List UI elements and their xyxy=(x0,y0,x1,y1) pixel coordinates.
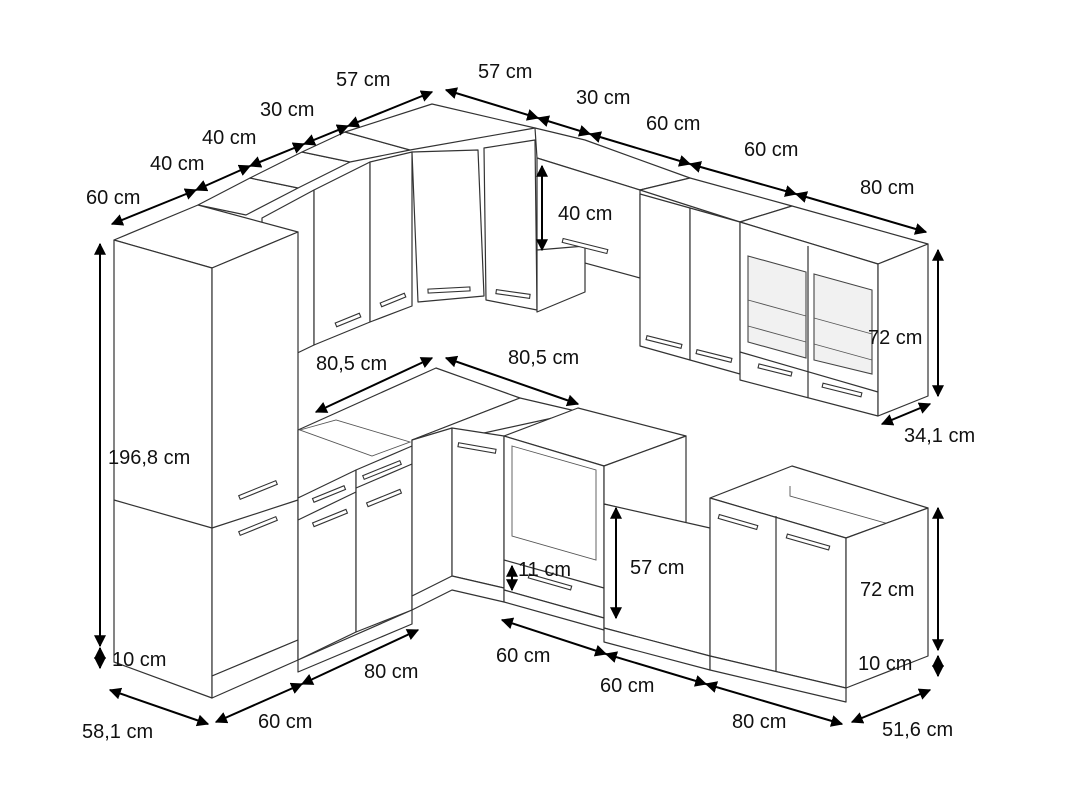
handle-bar-icon xyxy=(365,488,403,508)
dim-label: 40 cm xyxy=(202,127,256,149)
dim-label: 30 cm xyxy=(260,99,314,121)
handle-bar-icon xyxy=(311,508,349,528)
glass-door xyxy=(747,255,807,359)
dim-label: 72 cm xyxy=(868,327,922,349)
dim-label: 57 cm xyxy=(630,557,684,579)
handle-bar-icon xyxy=(427,286,471,294)
tall-cabinet xyxy=(113,204,299,699)
dim-label: 60 cm xyxy=(646,113,700,135)
base-cabinet-front xyxy=(355,445,413,633)
dishwasher-panel xyxy=(603,503,711,671)
upper-cabinet-front xyxy=(369,151,413,323)
dim-label: 80,5 cm xyxy=(508,347,579,369)
dim-label: 57 cm xyxy=(478,61,532,83)
dim-label: 60 cm xyxy=(600,675,654,697)
dim-label: 60 cm xyxy=(258,711,312,733)
handle-bar-icon xyxy=(457,442,497,454)
handle-bar-icon xyxy=(695,349,733,363)
dim-label: 80,5 cm xyxy=(316,353,387,375)
dim-label: 11 cm xyxy=(518,559,571,581)
handle-bar-icon xyxy=(717,513,759,531)
dimension-lines xyxy=(94,87,944,727)
dim-label: 10 cm xyxy=(112,649,166,671)
dim-label: 10 cm xyxy=(858,653,912,675)
tall-cabinet-side xyxy=(113,239,213,699)
upper-corner-door xyxy=(411,149,485,303)
dim-label: 80 cm xyxy=(860,177,914,199)
handle-bar-icon xyxy=(334,312,362,328)
handle-bar-icon xyxy=(237,515,279,537)
dim-label: 80 cm xyxy=(364,661,418,683)
handle-bar-icon xyxy=(361,459,403,481)
handle-bar-icon xyxy=(645,335,683,349)
upper-corner-door xyxy=(483,139,538,311)
upper-cabinet-front xyxy=(313,161,371,346)
handle-bar-icon xyxy=(495,289,531,299)
handle-bar-icon xyxy=(379,292,407,308)
dim-label: 57 cm xyxy=(336,69,390,91)
corner-base-door xyxy=(451,427,505,589)
dim-label: 30 cm xyxy=(576,87,630,109)
dim-label: 58,1 cm xyxy=(82,721,153,743)
sink-base-side xyxy=(845,507,929,689)
handle-bar-icon xyxy=(237,479,279,501)
dim-label: 60 cm xyxy=(496,645,550,667)
handle-bar-icon xyxy=(785,533,831,551)
dim-label: 40 cm xyxy=(150,153,204,175)
dim-label: 80 cm xyxy=(732,711,786,733)
dim-label: 72 cm xyxy=(860,579,914,601)
handle-bar-icon xyxy=(527,573,573,591)
right-sink-base xyxy=(709,465,929,703)
dim-label: 196,8 cm xyxy=(108,447,190,469)
dim-label: 60 cm xyxy=(744,139,798,161)
oven-front xyxy=(503,435,605,619)
upper-right-run xyxy=(534,127,929,417)
base-cabinet-front xyxy=(297,469,357,661)
dim-label: 40 cm xyxy=(558,203,612,225)
dimension-labels: 60 cm 40 cm 40 cm 30 cm 57 cm 57 cm 30 c… xyxy=(82,61,975,743)
glass-cabinet-side xyxy=(877,243,929,417)
dim-label: 60 cm xyxy=(86,187,140,209)
handle-bar-icon xyxy=(561,237,609,255)
handle-bar-icon xyxy=(311,485,347,503)
dim-label: 51,6 cm xyxy=(882,719,953,741)
upper-cabinet-front xyxy=(689,207,741,375)
dim-label: 34,1 cm xyxy=(904,425,975,447)
upper-cabinet-front xyxy=(639,193,691,361)
corner-base-side xyxy=(411,427,453,597)
handle-bar-icon xyxy=(821,382,863,398)
tall-cabinet-front xyxy=(211,231,299,677)
hood-cabinet-side xyxy=(536,245,586,313)
glass-door xyxy=(813,273,873,375)
handle-bar-icon xyxy=(757,363,793,377)
